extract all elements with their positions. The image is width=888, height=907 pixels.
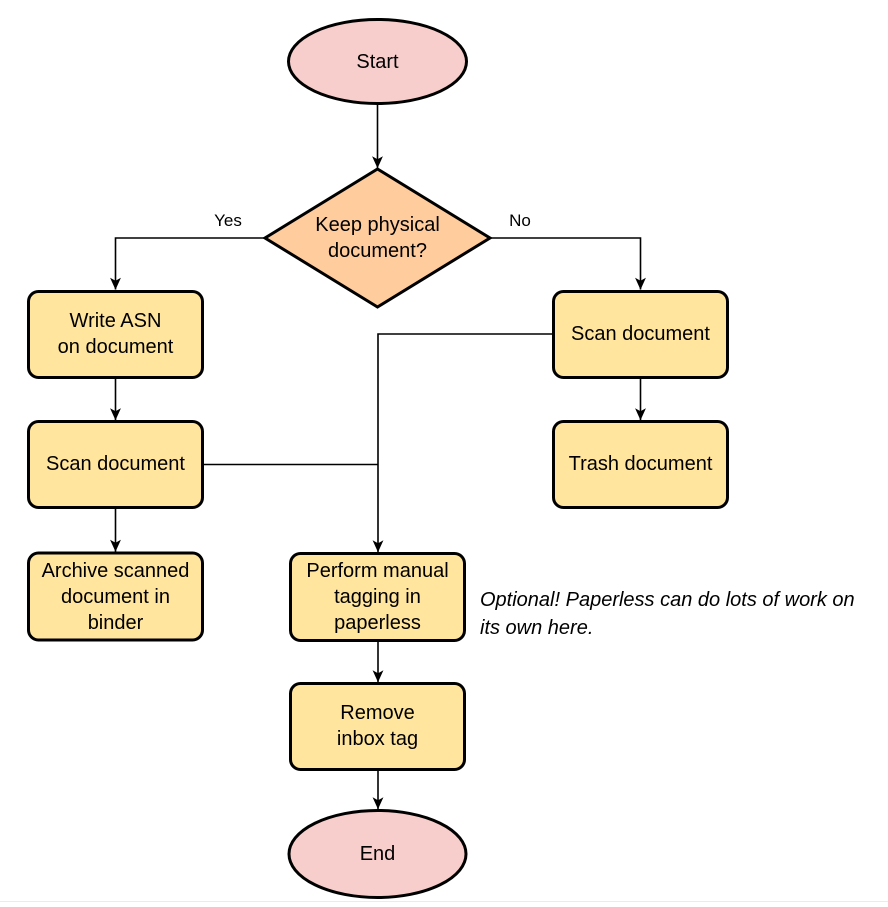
tagging-box-shape [289,552,466,642]
remove-inbox-box-shape [289,682,466,771]
connector-scan-right-to-tagging [372,333,553,553]
connector-decision-no-to-scan-right [491,237,646,290]
scan-right-box-shape [552,290,729,379]
bottom-divider-line [0,901,888,902]
trash-box-shape [552,420,729,509]
scan-left-box-shape [27,420,204,509]
edge-label-no: No [507,211,533,231]
decision-diamond-shape [262,167,493,309]
connector-decision-yes-to-write-asn [110,237,264,290]
edge-label-yes: Yes [212,211,244,231]
write-asn-box-shape [27,290,204,379]
annotation-optional-paperless: Optional! Paperless can do lots of work … [480,589,855,639]
archive-box-shape [27,551,204,642]
start-terminator-shape [287,18,468,105]
end-terminator-shape [287,809,468,899]
